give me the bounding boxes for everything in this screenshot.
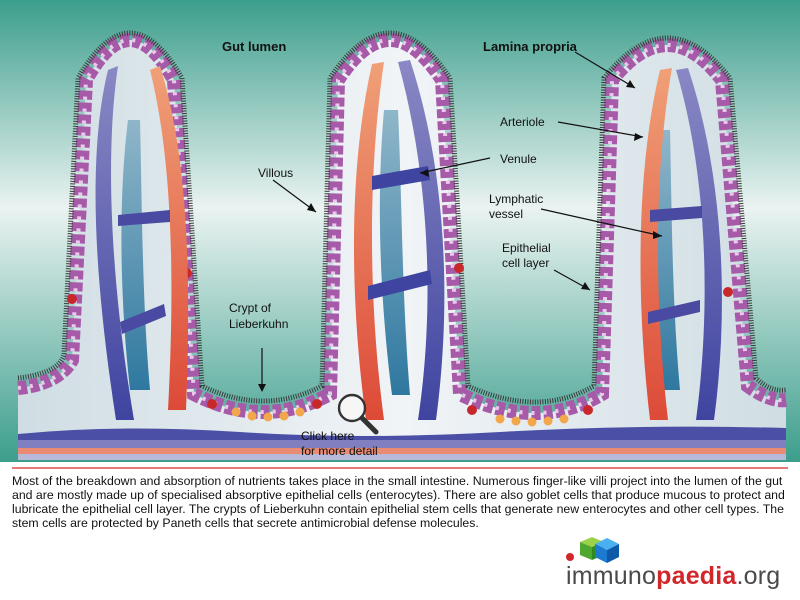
label-lymphatic-line2: vessel (489, 207, 523, 221)
label-gut-lumen: Gut lumen (222, 39, 286, 54)
villus-2-vessels (353, 60, 445, 420)
label-crypt-line2: Lieberkuhn (229, 317, 288, 331)
click-here-line2: for more detail (301, 444, 378, 458)
epithelial-cell-layer (17, 30, 787, 420)
more-detail-link[interactable]: Click here for more detail (301, 393, 379, 458)
label-lamina-propria: Lamina propria (483, 39, 578, 54)
click-here-line1: Click here (301, 429, 355, 443)
label-crypt-line1: Crypt of (229, 301, 272, 315)
label-arrowheads (258, 80, 662, 392)
magnifier-icon (337, 393, 367, 423)
label-lymphatic-line1: Lymphatic (489, 192, 543, 206)
label-arteriole: Arteriole (500, 115, 545, 129)
logo-part-immuno: immuno (566, 562, 657, 590)
villus-1-vessels (95, 66, 189, 420)
label-epithelial-line2: cell layer (502, 256, 549, 270)
logo-part-org: .org (736, 562, 781, 590)
logo-part-paedia: paedia (656, 562, 737, 590)
immunopaedia-logo[interactable]: immunopaedia.org (566, 562, 780, 591)
caption-text: Most of the breakdown and absorption of … (12, 474, 785, 530)
submucosa-vessels (18, 426, 786, 460)
label-venule: Venule (500, 152, 537, 166)
crypt-stem-cells (231, 407, 569, 427)
paneth-cells (67, 263, 733, 415)
label-villous: Villous (258, 166, 293, 180)
label-epithelial-line1: Epithelial (502, 241, 551, 255)
villus-3-vessels (640, 68, 722, 420)
immunopaedia-logo-icon (566, 537, 619, 563)
